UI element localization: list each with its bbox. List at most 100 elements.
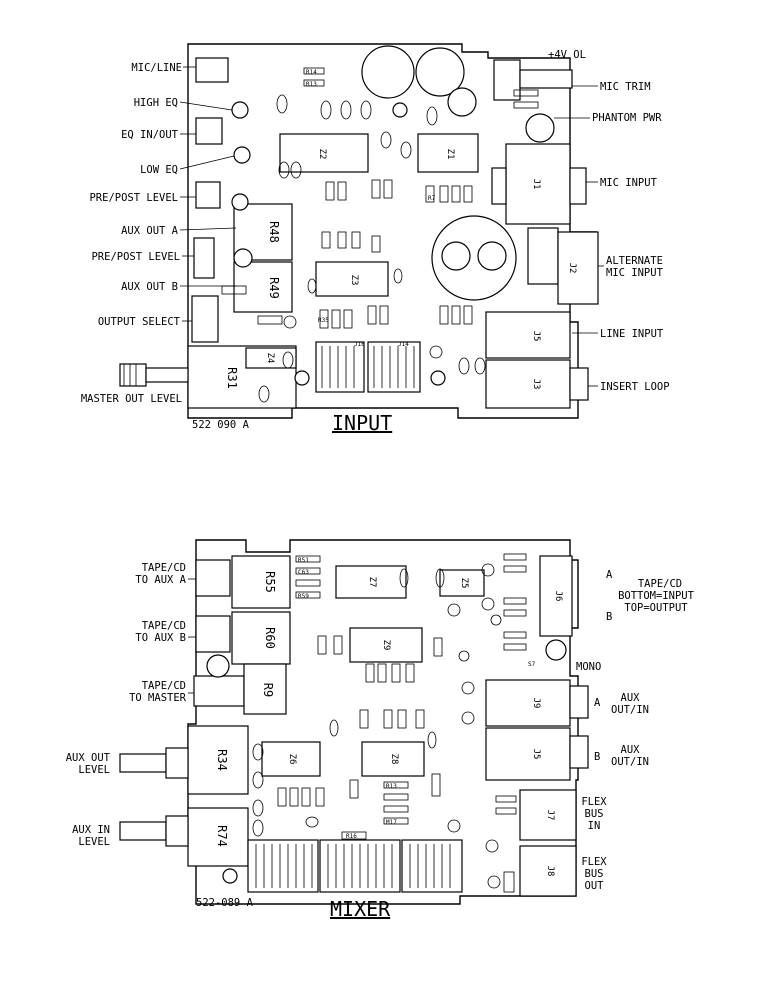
label-mic-trim: MIC TRIM [600,81,651,93]
label-corner: +4V OL [548,49,586,61]
label-bottom-input: BOTTOM=INPUT [618,590,695,602]
label-alt-mic-input: MIC INPUT [606,267,664,279]
svg-text:Z7: Z7 [367,577,377,588]
label-master-out-level: MASTER OUT LEVEL [81,393,182,405]
mixer-part-number: 522-089 A [196,897,254,909]
input-resistor-array [221,67,539,403]
svg-text:B: B [594,751,600,763]
input-pot-r49-label: R49 [267,277,281,299]
mixer-left-labels: TAPE/CD TO AUX A TAPE/CD TO AUX B TAPE/C… [66,562,196,848]
label-flex-2: FLEX [581,856,607,868]
svg-text:J1: J1 [531,179,541,190]
label-phantom-pwr: PHANTOM PWR [592,112,662,124]
input-ic-z3 [315,261,389,297]
svg-text:R51: R51 [298,557,309,564]
mixer-jack-j5 [485,727,571,781]
label-mono: MONO [576,661,601,673]
svg-text:M17: M17 [386,819,397,826]
svg-text:Z6: Z6 [287,754,297,765]
label-aux-1: AUX [621,692,641,704]
label-bus-1: BUS [585,808,604,820]
label-alternate: ALTERNATE [606,255,663,267]
label-pre-post-level-1: PRE/POST LEVEL [89,192,178,204]
svg-text:J8: J8 [545,866,555,877]
input-board-title: INPUT [332,411,392,435]
svg-text:R13: R13 [386,783,397,790]
input-ic-z1 [417,133,479,173]
svg-text:J2: J2 [567,263,577,274]
input-jack-j5 [485,311,571,359]
svg-text:A: A [594,697,601,709]
svg-text:Z3: Z3 [349,275,359,286]
mixer-ic-z5 [439,569,485,597]
svg-text:Z5: Z5 [459,578,469,589]
input-part-number: 522 090 A [192,419,250,431]
label-aux-out-level: LEVEL [78,764,110,776]
mixer-ic-z6 [261,741,321,777]
svg-text:Z4: Z4 [265,353,275,364]
svg-text:C63: C63 [298,569,309,576]
mixer-ic-z7 [335,565,407,599]
label-mic-line: MIC/LINE [131,62,182,74]
svg-text:Z8: Z8 [389,754,399,765]
input-left-labels: MIC/LINE HIGH EQ EQ IN/OUT LOW EQ PRE/PO… [81,62,237,405]
label-eq-in-out: EQ IN/OUT [121,129,179,141]
input-right-labels: +4V OL MIC TRIM PHANTOM PWR MIC INPUT AL… [548,49,670,393]
svg-text:J6: J6 [553,591,563,602]
label-line-input: LINE INPUT [600,328,664,340]
svg-text:B: B [606,611,612,623]
label-to-aux-b: TO AUX B [135,632,186,644]
mixer-board: R55 R60 R9 R34 R74 Z7 Z5 Z9 Z6 Z8 J6 S7 … [66,539,695,921]
label-aux-out-in-1: OUT/IN [611,704,649,716]
svg-text:J5: J5 [531,749,541,760]
mixer-right-labels: A B TAPE/CD BOTTOM=INPUT TOP=OUTPUT MONO… [576,569,695,892]
label-aux-out-in-2: OUT/IN [611,756,649,768]
label-tape-cd-3: TAPE/CD [142,680,186,692]
label-pre-post-level-2: PRE/POST LEVEL [91,251,180,263]
svg-text:J3: J3 [531,379,541,390]
svg-text:A: A [606,569,613,581]
input-jack-j3 [485,359,571,409]
label-to-aux-a: TO AUX A [135,574,186,586]
input-left-controls [119,57,297,409]
mixer-jack-j8 [519,845,577,897]
label-aux-out-a: AUX OUT A [121,225,179,237]
mixer-pot-r60-label: R60 [263,627,277,649]
mixer-resistor-array [252,553,527,893]
label-aux-out-b: AUX OUT B [121,281,178,293]
input-jack-j1 [505,143,571,225]
label-mic-input: MIC INPUT [600,177,658,189]
svg-text:J5: J5 [531,331,541,342]
label-tape-cd-io: TAPE/CD [638,578,682,590]
svg-text:R13: R13 [306,81,317,88]
input-ic-z2 [279,133,369,173]
label-aux-in: AUX IN [72,824,110,836]
mixer-ic-z9 [349,627,423,663]
label-tape-cd-1: TAPE/CD [142,562,186,574]
input-pot-r48-label: R48 [267,221,281,243]
mixer-pot-r9-label: R9 [261,683,275,697]
svg-text:J9: J9 [531,698,541,709]
label-low-eq: LOW EQ [140,164,178,176]
label-in: IN [588,820,601,832]
svg-text:R16: R16 [346,833,357,840]
svg-text:J16: J16 [354,341,365,348]
label-out: OUT [585,880,605,892]
svg-text:Z2: Z2 [317,149,327,160]
mixer-jack-j6 [539,555,573,637]
mixer-switch-s7 [545,639,567,661]
label-aux-2: AUX [621,744,641,756]
label-insert-loop: INSERT LOOP [600,381,670,393]
svg-text:R59: R59 [298,593,309,600]
svg-text:J7: J7 [545,810,555,821]
label-to-master: TO MASTER [129,692,187,704]
mixer-pot-r55-label: R55 [263,571,277,593]
svg-text:Z1: Z1 [445,149,455,160]
input-pot-r31-label: R31 [225,367,239,389]
mixer-left-controls [119,555,291,884]
svg-text:S7: S7 [528,661,536,668]
input-jack-j2 [557,231,599,305]
label-aux-in-level: LEVEL [78,836,110,848]
label-tape-cd-2: TAPE/CD [142,620,186,632]
